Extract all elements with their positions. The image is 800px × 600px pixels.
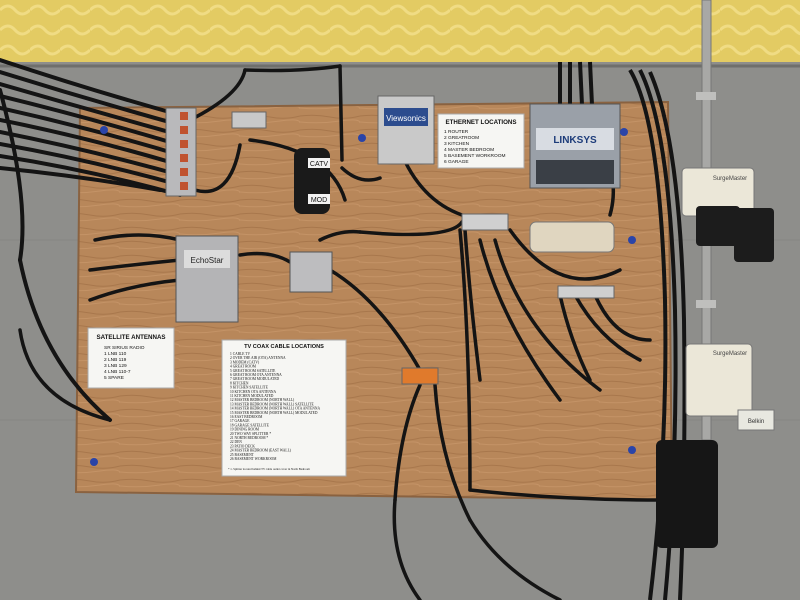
coax-item: 4 GREAT ROOM bbox=[230, 365, 257, 369]
ethernet-item: 2 GREATROOM bbox=[444, 135, 479, 141]
power-adapter-1 bbox=[696, 206, 740, 246]
coax-item: 9 KITCHEN SATELLITE bbox=[230, 386, 269, 390]
ethernet-item: 3 KITCHEN bbox=[444, 141, 470, 147]
coax-item: 24 MASTER BEDROOM (EAST WALL) bbox=[230, 449, 292, 453]
power-adapter-2 bbox=[734, 208, 774, 262]
satellite-antennas-card bbox=[87, 327, 175, 389]
insulation bbox=[0, 0, 800, 68]
diplexer bbox=[289, 251, 333, 293]
coax-item: 5 GREAT ROOM SATELLITE bbox=[230, 369, 276, 373]
coax-item: 12 MASTER BEDROOM (NORTH WALL) bbox=[230, 398, 295, 402]
modulator-box bbox=[294, 148, 330, 214]
orange-splitter bbox=[401, 367, 439, 385]
satellite-item: 4 LNB 110-7 bbox=[104, 369, 131, 375]
catv-label: CATV bbox=[310, 161, 328, 168]
coax-item: 20 TWO WAY SPLITTER * bbox=[230, 432, 271, 436]
cable-bundle-left bbox=[0, 58, 182, 422]
coax-item: 14 MASTER BEDROOM (NORTH WALL) OTA ANTEN… bbox=[230, 407, 320, 411]
strip-brand-label: Belkin bbox=[748, 419, 764, 425]
ethernet-item: 6 GARAGE bbox=[444, 159, 469, 165]
coax-footnote: * 1. Splitter located behind TV cable ou… bbox=[228, 467, 311, 471]
coax-item: 23 PATIO DECK bbox=[230, 444, 255, 448]
coax-item: 10 KITCHEN OTA ANTENNA bbox=[230, 390, 277, 394]
router-brand-label: LINKSYS bbox=[553, 135, 597, 146]
board-screws bbox=[90, 126, 636, 466]
surge-protector-bottom bbox=[685, 343, 753, 417]
satellite-item: 5 SPARE bbox=[104, 375, 124, 381]
coax-item: 22 DEN bbox=[230, 440, 242, 444]
coax-item: 13 MASTER BEDROOM (NORTH WALL) SATELLITE bbox=[230, 402, 314, 406]
coax-title: TV COAX CABLE LOCATIONS bbox=[244, 344, 324, 350]
coax-item: 21 NORTH BEDROOM * bbox=[230, 436, 268, 440]
multiswitch bbox=[175, 235, 239, 323]
satellite-title: SATELLITE ANTENNAS bbox=[96, 334, 165, 341]
ethernet-title: ETHERNET LOCATIONS bbox=[445, 119, 516, 126]
black-power-supply bbox=[656, 440, 718, 548]
coax-item: 18 GARAGE SATELLITE bbox=[230, 423, 270, 427]
multiswitch-brand-label: EchoStar bbox=[191, 256, 224, 265]
two-way-splitter bbox=[231, 111, 267, 129]
ethernet-item: 1 ROUTER bbox=[444, 129, 469, 135]
coax-item: 1 CABLE TV bbox=[230, 352, 251, 356]
surge-brand-label-bottom: SurgeMaster bbox=[713, 351, 747, 357]
power-strip bbox=[737, 409, 775, 431]
splitter-block bbox=[165, 107, 197, 197]
coax-locations-card bbox=[221, 339, 347, 477]
coax-item: 7 GREAT ROOM MODULATED bbox=[230, 377, 280, 381]
coax-item: 11 KITCHEN MODULATED bbox=[230, 394, 274, 398]
surge-brand-label-top: SurgeMaster bbox=[713, 176, 747, 182]
ethernet-locations-card bbox=[437, 113, 525, 169]
satellite-item: 1 LNB 110 bbox=[104, 351, 127, 357]
coax-item: 15 MASTER BEDROOM (NORTH WALL) MODULATED bbox=[230, 411, 318, 415]
satellite-item: 2 LNB 119 bbox=[104, 357, 127, 363]
coax-item: 8 KITCHEN bbox=[230, 381, 249, 385]
ethernet-item: 4 MASTER BEDROOM bbox=[444, 147, 494, 153]
coax-item: 16 EAST BEDROOM bbox=[230, 415, 263, 419]
ethernet-item: 5 BASEMENT WORKROOM bbox=[444, 153, 505, 159]
coax-item: 2 OVER THE AIR (OTA) ANTENNA bbox=[230, 356, 286, 360]
four-way-splitter bbox=[461, 213, 509, 231]
satellite-item: 3 LNB 129 bbox=[104, 363, 127, 369]
coax-item: 25 BASEMENT bbox=[230, 453, 255, 457]
amp-brand-label: Viewsonics bbox=[386, 114, 426, 123]
distribution-amp bbox=[529, 221, 615, 253]
satellite-item: SR SIRIUS RADIO bbox=[104, 345, 145, 351]
coax-item: 3 MODEM (CATV) bbox=[230, 360, 260, 364]
coax-item: 19 DINING ROOM bbox=[230, 428, 260, 432]
lower-splitter bbox=[557, 285, 615, 299]
coax-item: 17 GARAGE bbox=[230, 419, 250, 423]
amplifier bbox=[377, 95, 435, 165]
coax-item: 26 BASEMENT WORKROOM bbox=[230, 457, 277, 461]
mod-label: MOD bbox=[311, 197, 327, 204]
coax-item: 6 GREAT ROOM OTA ANTENNA bbox=[230, 373, 282, 377]
